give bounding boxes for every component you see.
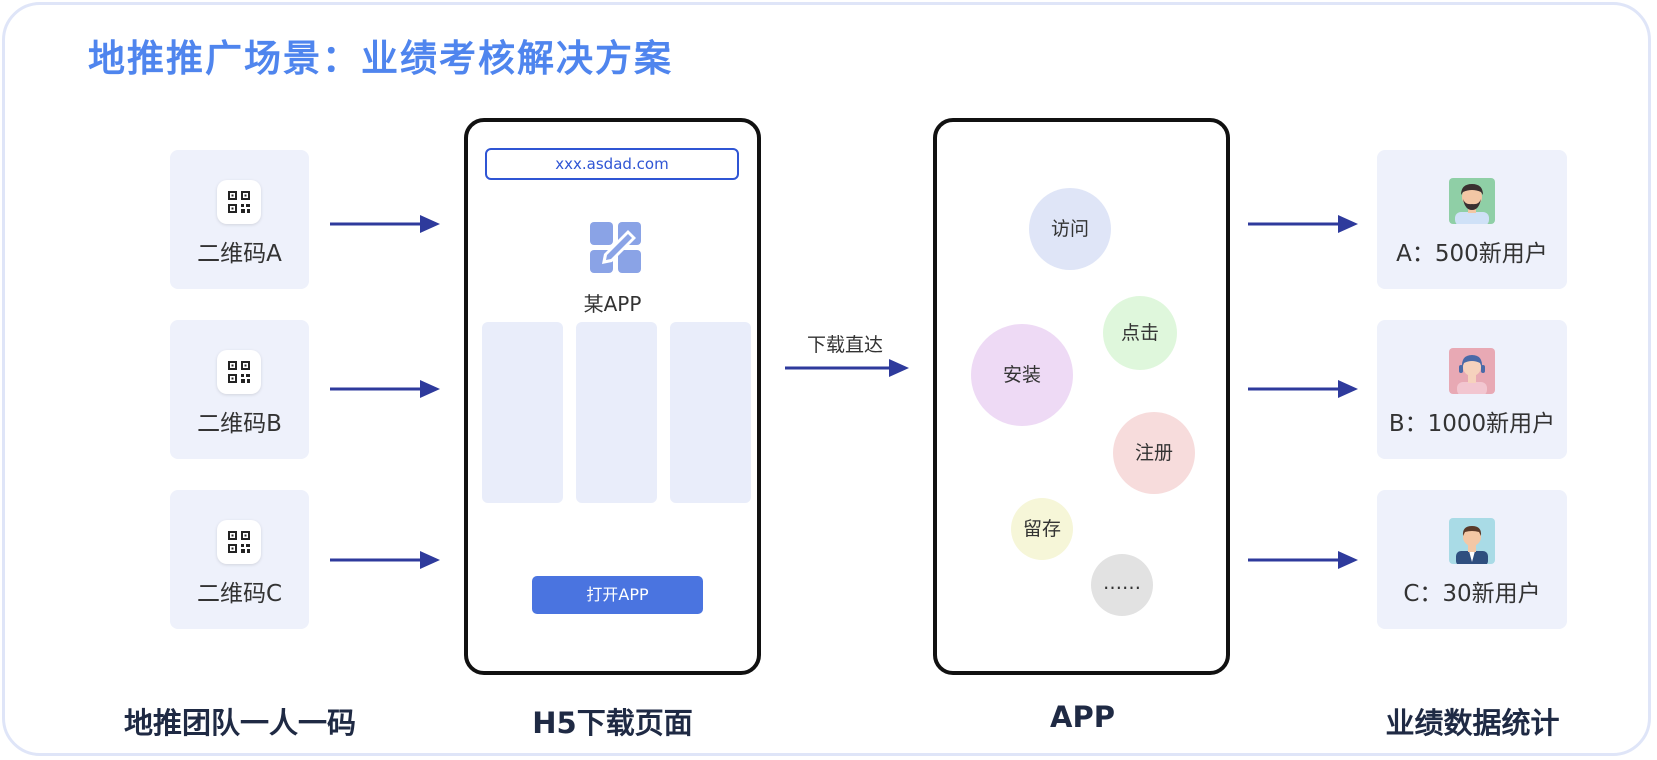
user-card-c: C：30新用户 (1377, 490, 1567, 629)
qr-label-a: 二维码A (197, 241, 282, 267)
qr-code-icon (217, 180, 261, 224)
app-name: 某APP (583, 292, 642, 316)
content-placeholder-2 (576, 322, 657, 503)
app-logo-icon (590, 222, 641, 273)
arrow-qr-c-to-h5 (330, 551, 440, 569)
arrow-qr-b-to-h5 (330, 380, 440, 398)
arrow-app-to-user-c (1248, 551, 1358, 569)
app-phone-mockup: 访问 点击 安装 注册 留存 …… (933, 118, 1230, 675)
bubble-install: 安装 (971, 324, 1073, 426)
label-stats: 业绩数据统计 (1385, 706, 1560, 740)
open-app-button[interactable]: 打开APP (532, 576, 703, 614)
flow-label: 下载直达 (806, 334, 883, 356)
woman-headset-avatar-icon (1449, 348, 1495, 394)
label-h5: H5下载页面 (532, 706, 693, 740)
user-card-a: A：500新用户 (1377, 150, 1567, 289)
user-label-a: A：500新用户 (1396, 241, 1548, 267)
url-bar[interactable]: xxx.asdad.com (485, 148, 739, 180)
arrow-app-to-user-b (1248, 380, 1358, 398)
bubble-click: 点击 (1103, 296, 1177, 370)
bearded-man-avatar-icon (1449, 178, 1495, 224)
label-team: 地推团队一人一码 (123, 706, 356, 740)
qr-label-b: 二维码B (197, 411, 282, 437)
user-card-b: B：1000新用户 (1377, 320, 1567, 459)
qr-card-c: 二维码C (170, 490, 309, 629)
bubble-visit: 访问 (1029, 188, 1111, 270)
qr-code-icon (217, 350, 261, 394)
arrow-app-to-user-a (1248, 215, 1358, 233)
h5-phone-mockup: xxx.asdad.com 某APP 打开APP (464, 118, 761, 675)
qr-code-icon (217, 520, 261, 564)
label-app: APP (1050, 700, 1115, 734)
bubble-retain: 留存 (1011, 498, 1073, 560)
content-placeholder-3 (670, 322, 751, 503)
arrow-h5-to-app (785, 359, 909, 377)
user-label-b: B：1000新用户 (1388, 411, 1556, 437)
diagram-title: 地推推广场景：业绩考核解决方案 (88, 37, 673, 80)
arrow-qr-a-to-h5 (330, 215, 440, 233)
qr-label-c: 二维码C (196, 581, 283, 607)
qr-card-b: 二维码B (170, 320, 309, 459)
bubble-more: …… (1091, 554, 1153, 616)
businessman-avatar-icon (1449, 518, 1495, 564)
user-label-c: C：30新用户 (1403, 581, 1541, 607)
qr-card-a: 二维码A (170, 150, 309, 289)
content-placeholder-1 (482, 322, 563, 503)
bubble-register: 注册 (1113, 412, 1195, 494)
